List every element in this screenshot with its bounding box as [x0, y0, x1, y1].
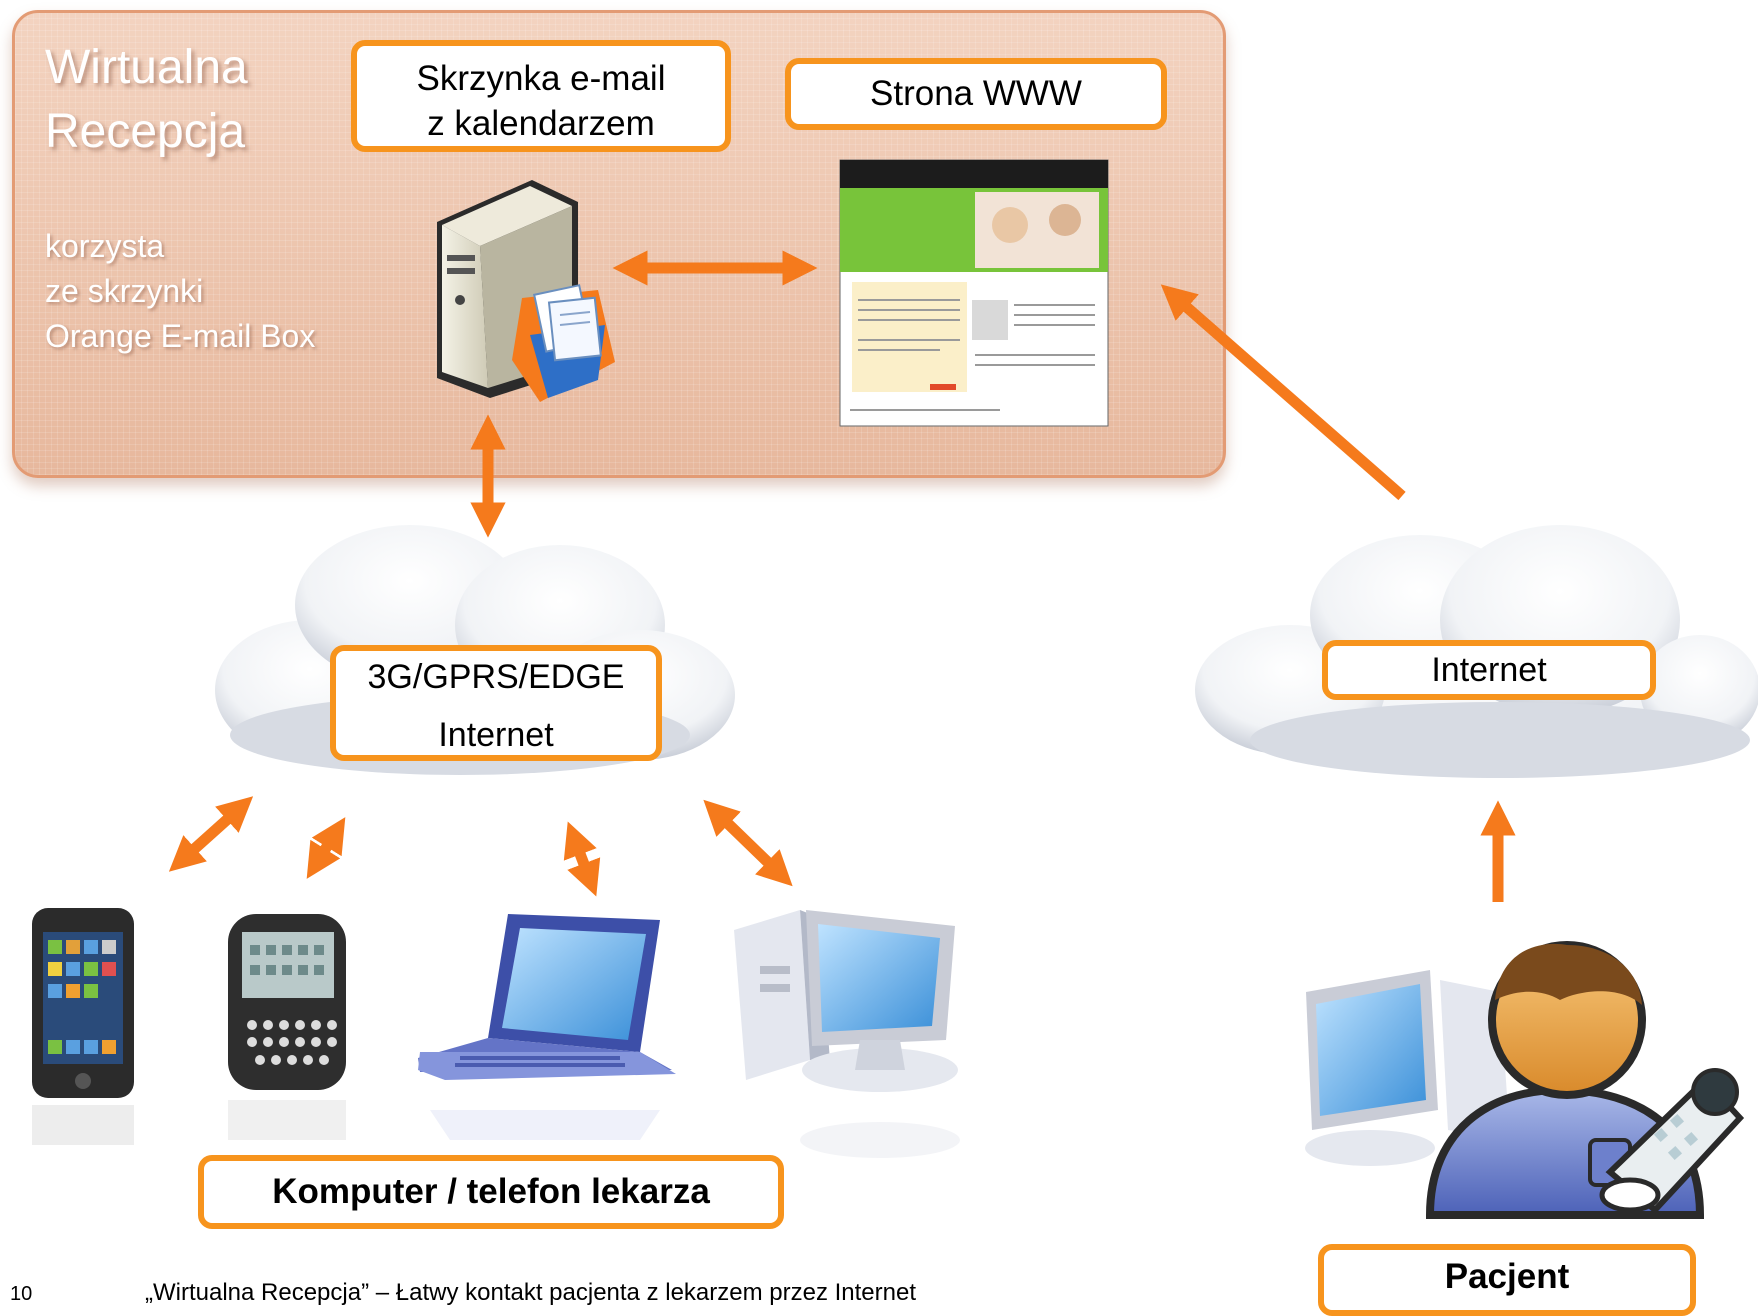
email-box-line2: z kalendarzem [427, 104, 655, 143]
website-thumbnail [839, 159, 1109, 427]
panel-description: korzysta ze skrzynki Orange E-mail Box [45, 224, 315, 359]
panel-desc-line3: Orange E-mail Box [45, 318, 316, 354]
email-box-label: Skrzynka e-mail z kalendarzem [351, 40, 731, 152]
cloud-left-line2: Internet [438, 716, 554, 754]
patient-text: Pacjent [1444, 1257, 1570, 1296]
cloud-right-text: Internet [1431, 651, 1547, 689]
smartphone-icon [32, 908, 134, 1145]
mailbox-icon [512, 284, 615, 402]
desktop-computer-icon [734, 910, 960, 1158]
cloud-laptop-arrow [563, 821, 601, 897]
cloud-right-label: Internet [1322, 640, 1656, 700]
cloud-left-line1: 3G/GPRS/EDGE [367, 658, 625, 696]
www-box-text: Strona WWW [870, 74, 1082, 113]
panel-desc-line1: korzysta [45, 228, 165, 264]
email-box-line1: Skrzynka e-mail [416, 59, 666, 98]
cloud-smartphone-arrow [168, 796, 254, 872]
cloud-desktop-arrow [703, 799, 793, 887]
panel-title-line1: Wirtualna [45, 41, 248, 94]
slide-caption: „Wirtualna Recepcja” – Łatwy kontakt pac… [145, 1279, 917, 1306]
patient-label: Pacjent [1318, 1244, 1696, 1316]
mobile-phone-icon [1599, 1068, 1745, 1215]
cloud-left-label: 3G/GPRS/EDGE Internet [330, 645, 662, 761]
panel-title: Wirtualna Recepcja [45, 36, 248, 164]
laptop-icon [418, 914, 676, 1140]
cloud-website-arrow [1160, 284, 1406, 501]
doctor-devices-text: Komputer / telefon lekarza [272, 1172, 710, 1211]
panel-desc-line2: ze skrzynki [45, 273, 204, 309]
panel-title-line2: Recepcja [45, 105, 246, 158]
www-box-label: Strona WWW [785, 58, 1167, 130]
doctor-devices-label: Komputer / telefon lekarza [198, 1155, 784, 1229]
patient-desktop-computer-icon [1305, 970, 1510, 1166]
page-number: 10 [10, 1283, 33, 1305]
blackberry-icon [228, 914, 346, 1140]
cloud-blackberry-arrow [306, 817, 346, 879]
